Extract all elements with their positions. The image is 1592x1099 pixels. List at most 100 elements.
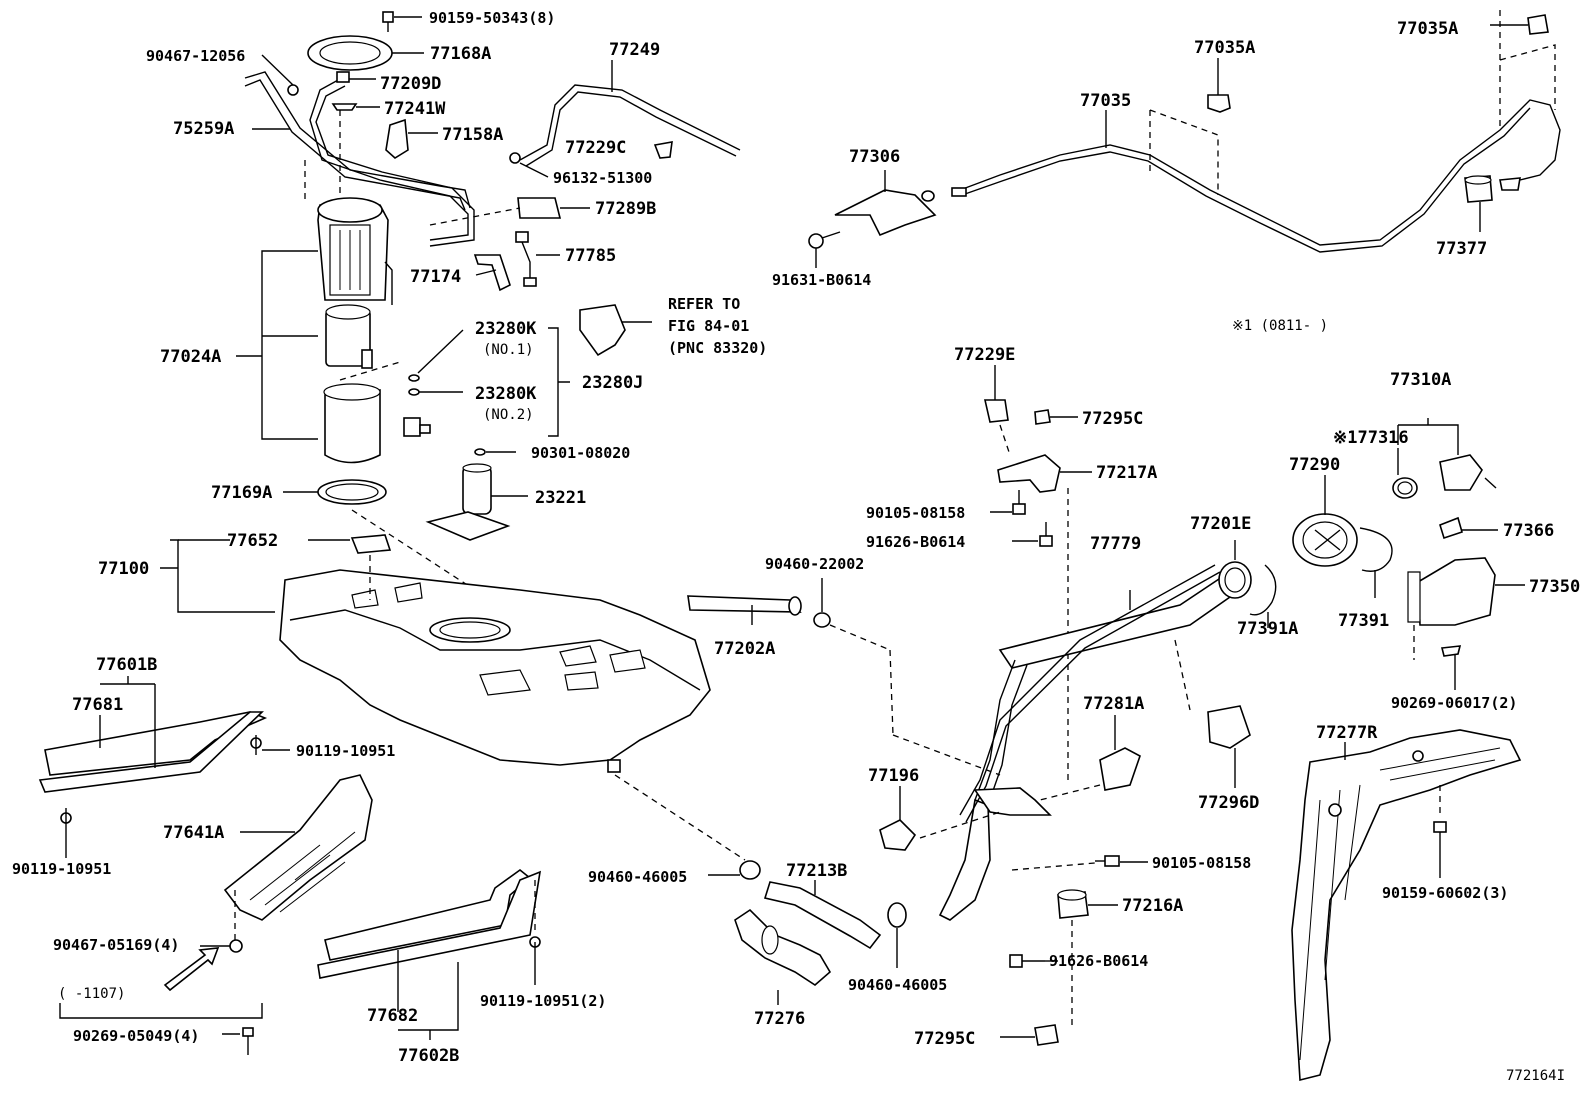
label-90301-08020: 90301-08020 [531,444,630,462]
protector-77277r [1291,729,1522,1082]
label-90467-12056: 90467-12056 [146,47,245,65]
label-77241w: 77241W [384,99,446,119]
label-96132-51300: 96132-51300 [553,169,652,187]
fuel-tank-77100 [160,534,746,861]
hose-77213b [763,880,882,950]
label-77202a: 77202A [714,639,775,659]
label-90269-06017: 90269-06017(2) [1391,694,1517,712]
filler-pipe-77201e [938,540,1252,921]
label-77035a-right: 77035A [1397,19,1458,39]
label-77100: 77100 [98,559,149,579]
strap-77682 [317,868,542,1040]
label-77350: 77350 [1529,577,1580,597]
label-77276: 77276 [754,1009,805,1029]
connector-77289b [429,197,590,226]
label-77277r: 77277R [1316,723,1378,743]
bolt-90105-08158-a [990,490,1026,515]
label-77306: 77306 [849,147,900,167]
bracket-77217a [997,454,1092,780]
label-77213b: 77213B [786,861,847,881]
pressure-regulator-part [403,417,431,437]
hose-77276 [734,908,832,1005]
cap-77290 [1292,475,1358,567]
bolt-icon [382,11,394,32]
clamp-90460-46005-a [708,860,761,880]
label-77035a-top: 77035A [1194,38,1255,58]
strap-77681 [38,676,268,793]
lever-77306 [834,170,937,237]
fuel-door-77350 [1407,557,1525,660]
label-77281a: 77281A [1083,694,1144,714]
wire-harness-77785 [515,231,560,287]
label-serial-range: ※1 (0811- ) [1232,318,1328,334]
label-77779: 77779 [1090,534,1141,554]
label-90105-08158-b: 90105-08158 [1152,854,1251,872]
clip-77366 [1439,516,1498,540]
label-77641a: 77641A [163,823,224,843]
screw-90269-05049 [222,1027,254,1055]
bracket-77216a [1057,889,1118,1025]
label-90159-60602: 90159-60602(3) [1382,884,1508,902]
clamp-90460-46005-b [887,902,907,968]
label-77295c-b: 77295C [914,1029,975,1049]
label-77024a: 77024A [160,347,221,367]
latch-77377 [1464,175,1521,232]
clip-77229e [983,365,1011,456]
ring-77391a [1249,564,1277,628]
label-77601b: 77601B [96,655,157,675]
label-77682: 77682 [367,1006,418,1026]
label-90119-10951-a: 90119-10951 [296,742,395,760]
label-77168a: 77168A [430,44,491,64]
label-90159-50343: 90159-50343(8) [429,9,555,27]
label-77310a: 77310A [1390,370,1451,390]
clip-77196 [879,786,1001,851]
refer-note-line2: FIG 84-01 [668,317,749,335]
bolt-90119-10951 [60,735,290,858]
bracket-77281a [1039,715,1141,801]
bolt-91626-b0614-a [1012,522,1053,547]
label-77391: 77391 [1338,611,1389,631]
bolt-90159-60602 [1433,785,1447,878]
bracket-77024a [236,250,318,440]
label-77229c: 77229C [565,138,626,158]
label-23280k-2: 23280K [475,384,537,404]
refer-note-line3: (PNC 83320) [668,339,767,357]
bolt-90119-10951-2 [529,880,541,985]
clip-77295c-a [1034,409,1078,425]
label-no2: (NO.2) [483,407,534,423]
label-77391a: 77391A [1237,619,1298,639]
hose-77209d [309,71,475,247]
label-77785: 77785 [565,246,616,266]
label-91626-b0614-a: 91626-B0614 [866,533,965,551]
label-90467-05169: 90467-05169(4) [53,936,179,954]
label-77158a: 77158A [442,125,503,145]
label-90460-22002: 90460-22002 [765,555,864,573]
label-91631-b0614: 91631-B0614 [772,271,871,289]
clip-77035a-top [1149,58,1231,195]
label-90119-10951-2: 90119-10951(2) [480,992,606,1010]
clamp-90460-22002 [813,578,1001,776]
clip-77241w [331,103,380,111]
bracket-77174 [473,254,511,292]
label-90269-05049: 90269-05049(4) [73,1027,199,1045]
label-77296d: 77296D [1198,793,1259,813]
cable-77035 [921,99,1561,253]
label-77217a: 77217A [1096,463,1157,483]
label-90460-46005-a: 90460-46005 [588,868,687,886]
label-77290: 77290 [1289,455,1340,475]
label-77289b: 77289B [595,199,656,219]
hose-77202a [687,595,802,625]
label-77035: 77035 [1080,91,1131,111]
clip-77296d [1207,705,1251,788]
label-77196: 77196 [868,766,919,786]
label-date-range: ( -1107) [58,986,125,1002]
clip-77035a-right [1490,10,1556,130]
sender-gauge-ring-group [307,11,424,71]
part-refer-84-01 [579,304,652,357]
clip-77295c-b [1000,1024,1059,1046]
ring-77391 [1359,527,1393,598]
label-90460-46005-b: 90460-46005 [848,976,947,994]
cap-77310a [1397,418,1497,491]
o-rings-23280k [408,327,570,437]
